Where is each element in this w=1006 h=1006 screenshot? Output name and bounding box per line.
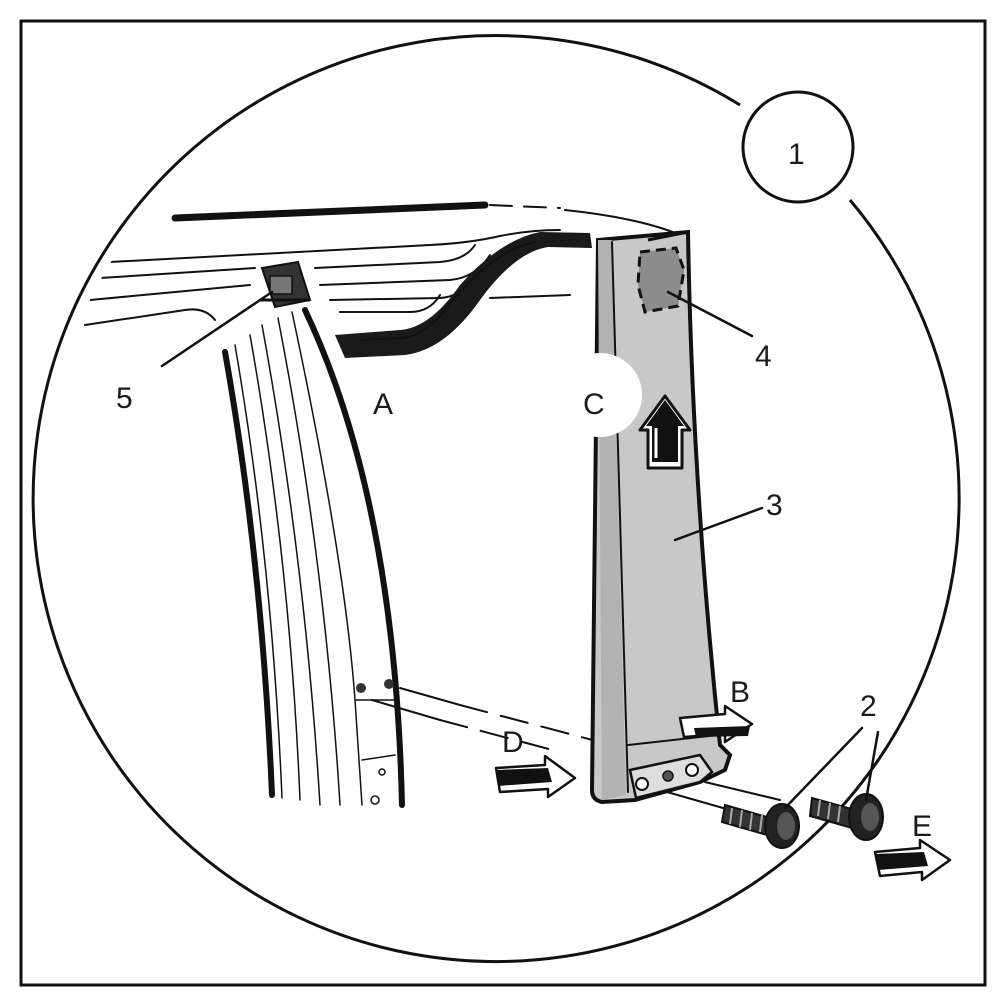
screw-line-2 bbox=[659, 789, 731, 811]
screw-line-1 bbox=[704, 781, 781, 801]
trim-panel-edge-line bbox=[611, 241, 629, 793]
roof-contour-3 bbox=[89, 284, 251, 301]
pillar-contour-3 bbox=[261, 324, 321, 806]
roof-contour-4 bbox=[84, 308, 216, 326]
letter-a-label: A bbox=[373, 388, 393, 421]
alignment-line-dashed-1 bbox=[459, 704, 601, 743]
roof-rail-hidden-line bbox=[489, 204, 561, 209]
lift-arrow-icon bbox=[638, 394, 692, 470]
roof-contour-8 bbox=[339, 294, 441, 313]
pillar-base-line-2 bbox=[361, 754, 396, 761]
fasten-arrow-icon bbox=[873, 838, 952, 882]
letter-e-label: E bbox=[912, 810, 932, 843]
bracket-hole-3 bbox=[685, 763, 699, 777]
align-arrow-icon bbox=[494, 754, 577, 799]
trim-panel-upper-clip bbox=[636, 246, 686, 314]
diagram-frame bbox=[19, 19, 987, 987]
callout-2-label: 2 bbox=[860, 690, 877, 723]
pillar-contour-4 bbox=[277, 317, 341, 806]
detail-circle bbox=[31, 34, 961, 964]
screw-icon bbox=[720, 803, 800, 849]
roof-contour-2 bbox=[99, 267, 256, 279]
bracket-hole-2 bbox=[662, 770, 674, 782]
pillar-clip bbox=[260, 260, 312, 309]
vehicle-body-drawing bbox=[84, 201, 781, 811]
detail-number-label: 1 bbox=[788, 138, 805, 171]
roof-contour-5 bbox=[314, 244, 476, 269]
slide-arrow-icon bbox=[678, 704, 754, 744]
pillar-mount-hole-2 bbox=[384, 679, 394, 689]
pillar-hole-small bbox=[378, 768, 386, 776]
bracket-hole-1 bbox=[635, 777, 649, 791]
screw-icon bbox=[808, 793, 884, 841]
trim-panel-top-edge bbox=[647, 230, 689, 242]
callout-4-label: 4 bbox=[755, 340, 772, 373]
pillar-hole bbox=[370, 795, 380, 805]
letter-c-label: C bbox=[583, 388, 605, 421]
callout-3-label: 3 bbox=[766, 489, 783, 522]
leader-line-2b bbox=[864, 730, 880, 802]
pillar-contour-1 bbox=[234, 344, 283, 799]
leader-line-5 bbox=[160, 290, 274, 368]
leader-line-2a bbox=[783, 726, 864, 810]
roof-rail-highlight bbox=[359, 241, 536, 341]
pillar-contour-2 bbox=[249, 334, 301, 801]
detail-number-circle bbox=[741, 90, 855, 204]
callout-5-label: 5 bbox=[116, 382, 133, 415]
letter-b-label: B bbox=[730, 676, 750, 709]
roof-rail-end-line bbox=[564, 209, 681, 236]
roof-rail-top-line bbox=[171, 201, 489, 222]
roof-contour-1 bbox=[109, 229, 561, 263]
roof-rail-inner-line bbox=[489, 294, 571, 299]
pillar-mount-hole-1 bbox=[356, 683, 366, 693]
pillar-outer-edge bbox=[222, 349, 275, 798]
roof-rail-dark-edge bbox=[335, 232, 592, 358]
label-c-halo bbox=[558, 353, 642, 437]
detail-number-badge: 1 bbox=[741, 90, 855, 204]
pillar-inner-edge bbox=[302, 307, 405, 808]
alignment-line-solid-2 bbox=[371, 699, 441, 721]
leader-line-3 bbox=[673, 506, 764, 542]
pillar-contour-5 bbox=[291, 311, 363, 806]
leader-line-4 bbox=[666, 290, 754, 338]
alignment-line-solid-1 bbox=[399, 687, 461, 706]
letter-d-label: D bbox=[502, 726, 524, 759]
alignment-line-dashed-2 bbox=[439, 719, 561, 753]
